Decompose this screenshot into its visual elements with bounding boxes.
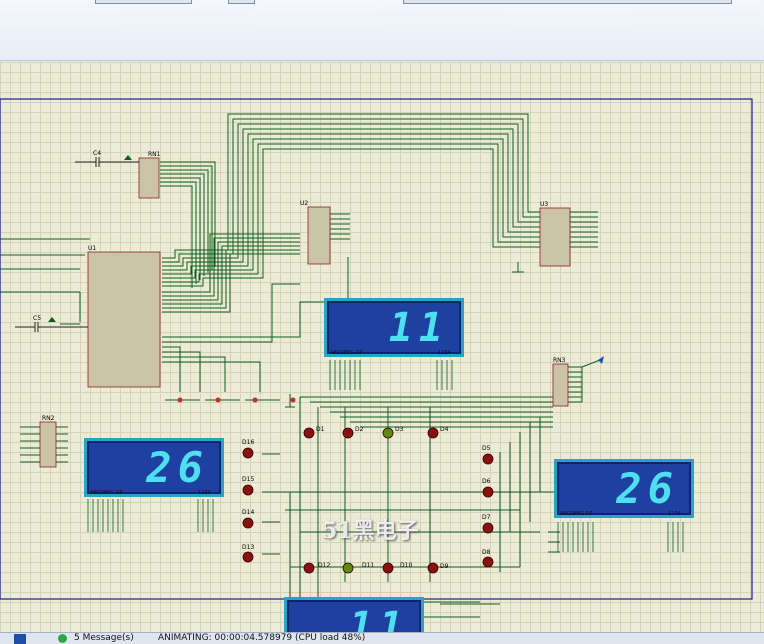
- chip-u2: U2: [300, 200, 331, 265]
- play-icon[interactable]: [14, 634, 26, 644]
- chip-u2-label: U2: [300, 200, 308, 207]
- display-right-digits: 1234: [668, 511, 681, 517]
- led-d11-label: D11: [362, 562, 374, 569]
- watermark: 51黑电子: [322, 518, 419, 544]
- led-d8: D8: [482, 549, 494, 568]
- led-d13: D13: [242, 544, 254, 563]
- led-d12-label: D12: [318, 562, 330, 569]
- led-d9: D9: [427, 562, 449, 574]
- led-d6-label: D6: [482, 478, 491, 485]
- chip-u1-label: U1: [88, 245, 96, 252]
- capacitor-c5: C5: [15, 315, 88, 332]
- led-d14-label: D14: [242, 509, 254, 516]
- status-bar: 5 Message(s) ANIMATING: 00:00:04.578979 …: [0, 632, 764, 644]
- display-bottom-value: 11: [348, 603, 409, 633]
- toolbar-field[interactable]: [95, 0, 192, 4]
- display-left-digits: 1234: [198, 490, 211, 496]
- led-d10-label: D10: [400, 562, 412, 569]
- display-top: 11: [324, 298, 464, 357]
- display-left: 26: [84, 438, 224, 497]
- display-right: 26: [554, 459, 694, 518]
- resistor-net-rn2: RN2: [39, 415, 57, 468]
- c4-label: C4: [93, 150, 101, 157]
- resistor-net-rn1: RN1: [138, 151, 161, 199]
- wire-bus: [0, 113, 601, 622]
- led-d5: D5: [482, 445, 494, 465]
- led-d4-label: D4: [440, 426, 449, 433]
- led-d11: D11: [342, 562, 374, 574]
- push-button: [177, 397, 296, 403]
- animation-status: ANIMATING: 00:00:04.578979 (CPU load 48%…: [158, 633, 366, 643]
- display-top-segments: ABCDEFG DP: [330, 350, 363, 356]
- led-d13-label: D13: [242, 544, 254, 551]
- display-bottom: 11: [284, 597, 424, 632]
- led-d12: D12: [303, 562, 330, 574]
- toolbar-field[interactable]: [228, 0, 255, 4]
- led-d2: D2: [342, 426, 364, 439]
- led-d5-label: D5: [482, 445, 491, 452]
- toolbar-field[interactable]: [403, 0, 732, 4]
- rn3-label: RN3: [553, 357, 566, 364]
- power-arrow-icon: [48, 317, 56, 322]
- led-d3: D3: [382, 426, 404, 439]
- rn2-label: RN2: [42, 415, 55, 422]
- c5-label: C5: [33, 315, 41, 322]
- display-top-value: 11: [388, 304, 449, 351]
- power-arrow-icon: [124, 155, 132, 160]
- chip-u3-label: U3: [540, 201, 548, 208]
- led-d7: D7: [482, 514, 494, 534]
- display-right-value: 26: [616, 464, 679, 513]
- resistor-net-rn3: RN3: [552, 357, 569, 407]
- led-d1: D1: [303, 426, 325, 439]
- led-d6: D6: [482, 478, 494, 498]
- led-d16-label: D16: [242, 439, 254, 446]
- led-d9-label: D9: [440, 563, 449, 570]
- led-d15-label: D15: [242, 476, 254, 483]
- display-left-segments: ABCDEFG DP: [90, 490, 123, 496]
- led-d7-label: D7: [482, 514, 491, 521]
- led-d10: D10: [382, 562, 412, 574]
- led-d2-label: D2: [355, 426, 364, 433]
- capacitor-c4: C4: [75, 150, 139, 167]
- led-d3-label: D3: [395, 426, 404, 433]
- rn1-label: RN1: [148, 151, 161, 158]
- led-d4: D4: [427, 426, 449, 439]
- led-d15: D15: [242, 476, 254, 496]
- message-icon[interactable]: [58, 634, 67, 643]
- display-left-value: 26: [146, 443, 209, 492]
- led-d8-label: D8: [482, 549, 491, 556]
- schematic-drawing: U1 U2 U3 RN1 RN2 RN3 C4 C5 D1 D2 D3 D4 D…: [0, 98, 753, 622]
- toolbar: [0, 0, 764, 61]
- power-arrow-icon: [598, 356, 604, 364]
- chip-u1: U1: [87, 245, 161, 388]
- led-d1-label: D1: [316, 426, 325, 433]
- display-top-digits: 1234: [438, 350, 451, 356]
- display-pins: [87, 360, 684, 552]
- display-right-segments: ABCDEFG DP: [560, 511, 593, 517]
- message-count[interactable]: 5 Message(s): [74, 633, 134, 643]
- chip-u3: U3: [539, 201, 571, 267]
- led-d16: D16: [242, 439, 254, 459]
- led-d14: D14: [242, 509, 254, 529]
- schematic-canvas[interactable]: U1 U2 U3 RN1 RN2 RN3 C4 C5 D1 D2 D3 D4 D…: [0, 62, 764, 632]
